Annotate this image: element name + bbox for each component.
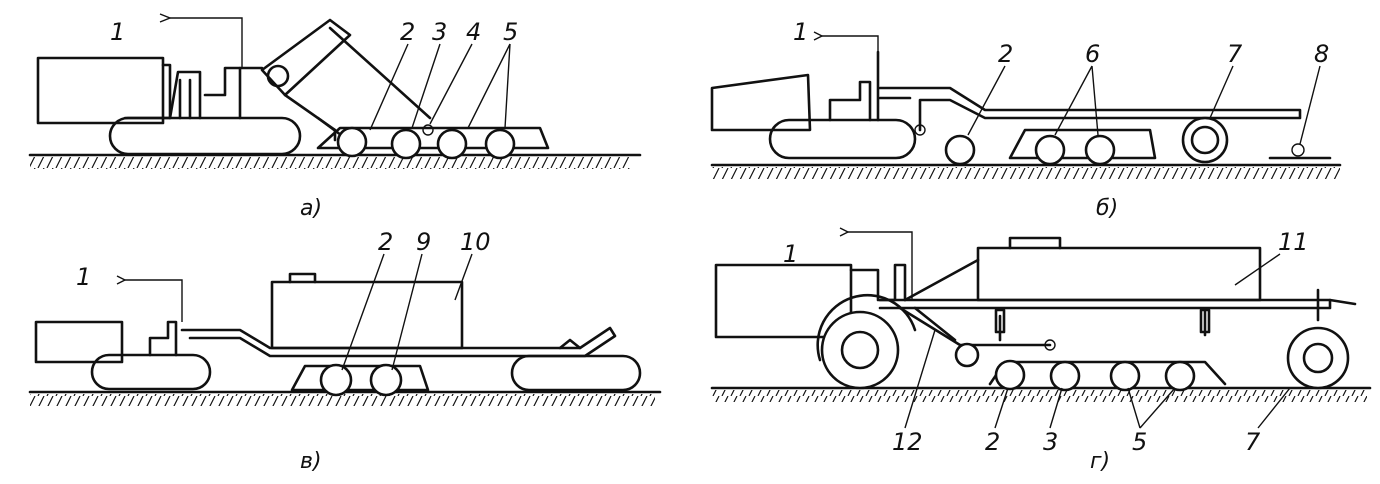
panel-v: 1 2 9 10 в) [28,228,662,474]
ripper-frame-a [260,18,432,142]
panel-g: 1 11 12 2 3 5 7 г) [710,227,1372,474]
callouts-v: 1 2 9 10 [76,228,491,371]
tractor-b [710,31,917,160]
callout-a-3: 3 [432,18,447,46]
roller-frame-a [316,124,550,160]
panel-label-v: в) [300,449,322,474]
callout-a-1: 1 [110,18,125,46]
callout-b-7: 7 [1227,40,1243,68]
trailer-g [878,236,1357,392]
callout-g-12: 12 [892,428,923,456]
tractor-v [34,275,212,391]
ground-v [28,390,662,406]
ground-a [28,153,642,169]
panel-b: 1 2 6 7 8 б) [710,18,1342,221]
callout-b-8: 8 [1314,40,1329,68]
callout-v-10: 10 [460,228,491,256]
ground-g [710,386,1372,402]
callout-v-9: 9 [416,228,431,256]
callout-g-11: 11 [1278,228,1309,256]
panel-label-g: г) [1090,449,1110,474]
panel-label-b: б) [1096,196,1118,221]
tractor-a [36,13,302,156]
callout-g-7: 7 [1245,428,1261,456]
callout-v-1: 1 [76,263,91,291]
callouts-b: 1 2 6 7 8 [793,18,1329,145]
trailer-b [878,86,1332,166]
callout-v-2: 2 [378,228,393,256]
panel-label-a: а) [300,196,322,221]
callout-g-1: 1 [783,240,798,268]
callout-b-2: 2 [998,40,1013,68]
ground-b [710,163,1342,179]
callouts-a: 1 2 3 4 5 [110,18,518,131]
callout-a-5: 5 [503,18,518,46]
callout-a-4: 4 [466,18,481,46]
callouts-g: 1 11 12 2 3 5 7 [783,228,1309,456]
callout-b-6: 6 [1085,40,1100,68]
trailer-v [180,272,642,397]
callout-b-1: 1 [793,18,808,46]
panel-a: 1 2 3 4 5 а) [28,13,642,221]
callout-a-2: 2 [400,18,415,46]
callout-g-5: 5 [1132,428,1147,456]
callout-g-2: 2 [985,428,1000,456]
callout-g-3: 3 [1043,428,1058,456]
